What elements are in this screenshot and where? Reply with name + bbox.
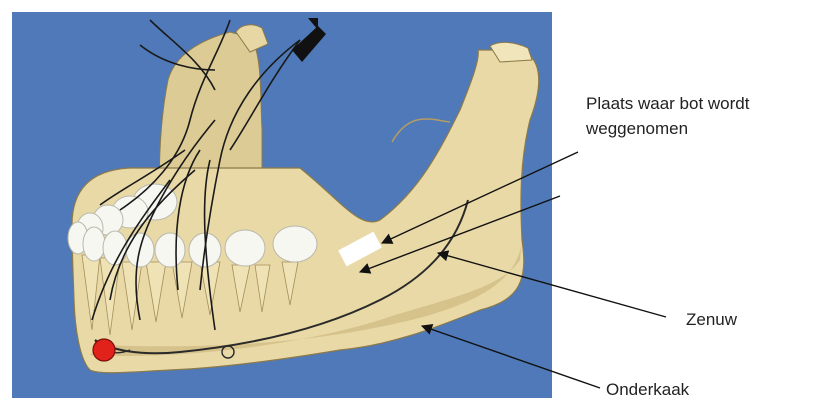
bone-removal-label-line2: weggenomen: [586, 117, 749, 142]
bone-removal-label-line1: Plaats waar bot wordt: [586, 92, 749, 117]
bone-removal-label: Plaats waar bot wordt weggenomen: [586, 92, 749, 141]
lower-jaw-label: Onderkaak: [606, 378, 689, 403]
red-dot-marker: [93, 339, 115, 361]
nerve-label: Zenuw: [686, 308, 737, 333]
